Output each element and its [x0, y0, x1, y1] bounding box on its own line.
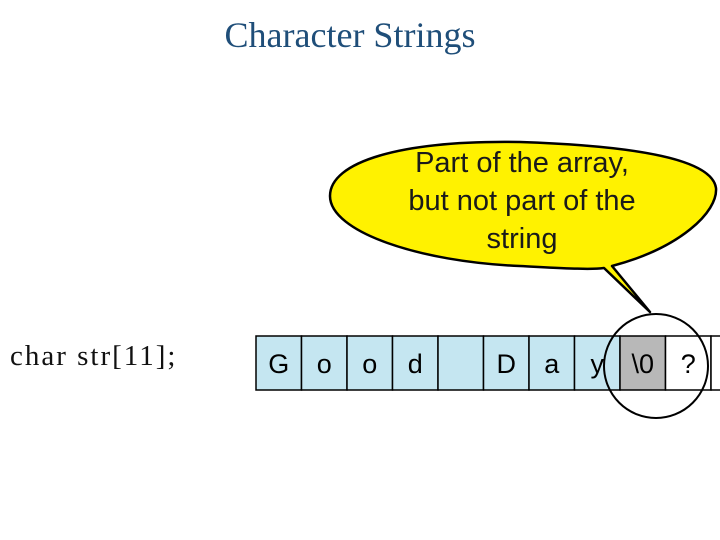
array-cell-2-char: o [362, 349, 377, 379]
callout-line-2: but not part of the [408, 185, 635, 217]
array-cell-1 [300, 335, 348, 391]
array-cell-1-char: o [317, 349, 332, 379]
array-declaration: char str[11]; [10, 340, 178, 372]
array-cell-8-char: \0 [631, 349, 654, 379]
callout-line-3: string [487, 223, 558, 255]
callout-line-1: Part of the array, [415, 147, 629, 179]
array-cell-6 [528, 335, 576, 391]
array-cell-3-char: d [408, 349, 423, 379]
array-cell-10 [710, 335, 720, 391]
array-cell-7-char: y [591, 349, 605, 379]
array-cell-7 [573, 335, 621, 391]
array-cell-8 [619, 335, 667, 391]
array-cell-6-char: a [544, 349, 560, 379]
callout-shape [328, 140, 718, 314]
array-cell-9-char: ? [681, 349, 696, 379]
slide-title: Character Strings [224, 15, 476, 55]
callout-bubble: Part of the array, but not part of the s… [328, 140, 718, 314]
array-cell-0 [255, 335, 303, 391]
array-cell-0-char: G [268, 349, 289, 379]
array-cell-4 [437, 335, 485, 391]
array-cell-5-char: D [497, 349, 517, 379]
unused-cells-circle [603, 313, 709, 419]
